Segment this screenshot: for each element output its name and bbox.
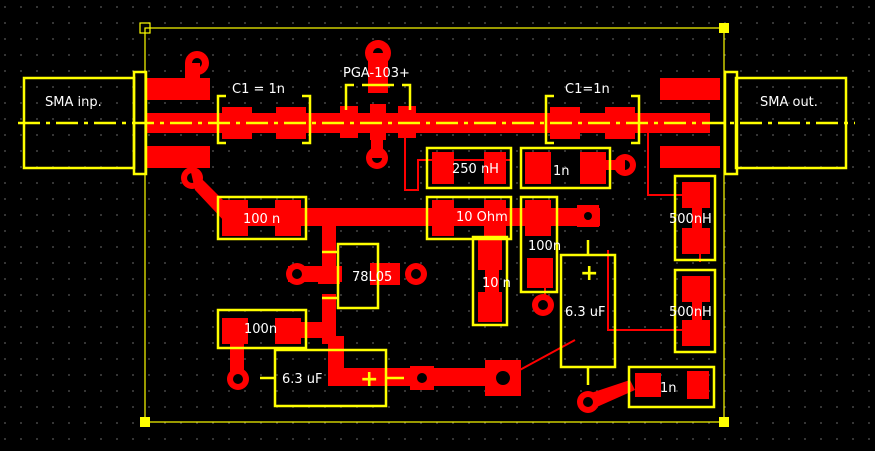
label-cap-100n-low: 100n xyxy=(244,322,277,337)
label-regulator-78l05: 78L05 xyxy=(352,270,392,285)
pga-pad-left xyxy=(340,106,358,138)
label-sma-output: SMA out. xyxy=(760,95,818,110)
label-c1-right: C1=1n xyxy=(565,82,610,97)
label-inductor-250nh: 250 nH xyxy=(452,162,499,177)
label-resistor-10ohm: 10 Ohm xyxy=(456,210,508,225)
polarity-plus-right: + xyxy=(580,261,598,286)
label-c1-left: C1 = 1n xyxy=(232,82,285,97)
label-cap-6u3-low: 6.3 uF xyxy=(282,372,323,387)
sma-out-pad-bottom xyxy=(660,146,720,168)
label-cap-6u3-right: 6.3 uF xyxy=(565,305,606,320)
sma-in-pad-top xyxy=(145,78,210,100)
label-sma-input: SMA inp. xyxy=(45,95,102,110)
labels: SMA inp. SMA out. PGA-103+ C1 = 1n C1=1n… xyxy=(45,66,818,396)
label-cap-10n: 10 n xyxy=(482,276,511,291)
label-inductor-500nh-top: 500nH xyxy=(669,212,712,227)
label-cap-1n-top: 1n xyxy=(553,164,570,179)
sma-out-pad-top xyxy=(660,78,720,100)
silkscreen-layer xyxy=(18,70,855,409)
label-pga: PGA-103+ xyxy=(343,66,410,81)
label-cap-1n-bottom: 1n xyxy=(660,381,677,396)
label-inductor-500nh-bottom: 500nH xyxy=(669,305,712,320)
board-outline xyxy=(139,22,729,427)
copper-layer xyxy=(145,40,720,413)
polarity-plus-low: + xyxy=(360,367,378,392)
label-cap-100n-mid: 100n xyxy=(528,239,561,254)
label-cap-100n-left: 100 n xyxy=(243,212,280,227)
sma-in-pad-bottom xyxy=(145,146,210,168)
